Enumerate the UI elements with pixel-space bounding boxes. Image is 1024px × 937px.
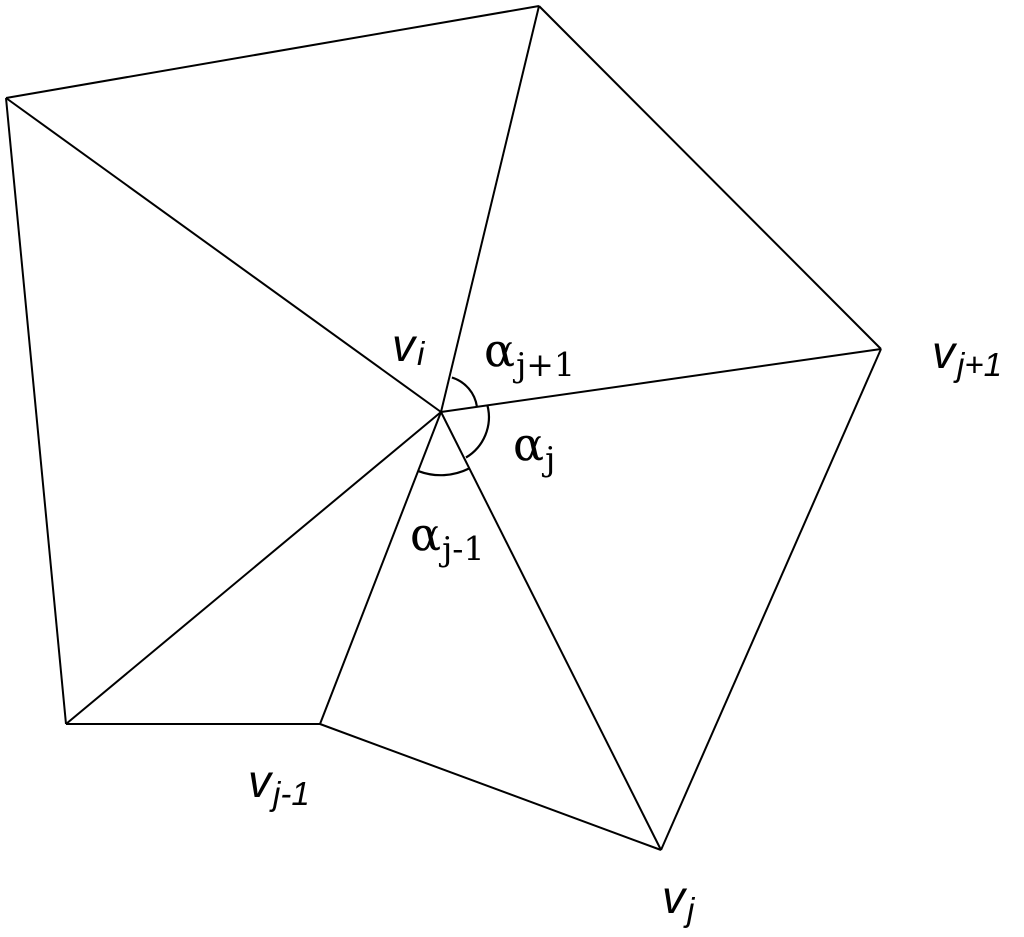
angle-arc-alpha-j-plus-1 xyxy=(451,376,479,408)
angle-arc-alpha-j xyxy=(465,405,491,459)
edge-upper-right xyxy=(538,5,882,350)
edge-top xyxy=(5,5,540,99)
spoke-vj-minus-1 xyxy=(319,411,442,725)
label-alpha-j-plus-1: αj+1 xyxy=(484,323,575,384)
edge-right xyxy=(660,348,882,851)
label-v-j-plus-1: vj+1 xyxy=(932,326,1002,383)
outer-boundary xyxy=(5,5,882,851)
angle-arcs xyxy=(418,376,491,477)
label-alpha-j: αj xyxy=(513,417,555,478)
edge-left xyxy=(5,97,67,725)
edge-bottom-right xyxy=(319,723,662,851)
spoke-vj-plus-1 xyxy=(440,348,882,413)
spoke-top-left xyxy=(5,97,442,413)
label-v-i: vi xyxy=(392,319,426,372)
spoke-vj xyxy=(440,411,662,851)
spokes xyxy=(5,5,882,851)
spoke-top xyxy=(440,5,540,413)
label-alpha-j-minus-1: αj-1 xyxy=(410,507,484,568)
angle-arc-alpha-j-minus-1 xyxy=(418,467,470,477)
spoke-bottom-left xyxy=(65,411,442,725)
label-v-j: vj xyxy=(662,871,696,928)
label-v-j-minus-1: vj-1 xyxy=(248,755,310,812)
